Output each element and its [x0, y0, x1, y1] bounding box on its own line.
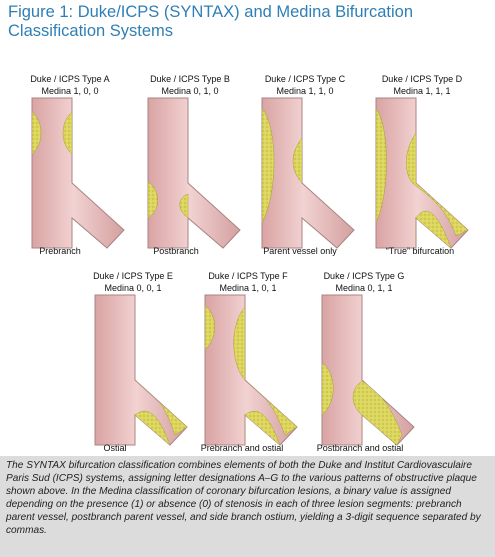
panel-f-duke: Duke / ICPS Type F [208, 271, 288, 281]
panel-d-medina: Medina 1, 1, 1 [393, 86, 451, 96]
panel-g-header: Duke / ICPS Type G Medina 0, 1, 1 [304, 270, 424, 294]
panel-d-duke: Duke / ICPS Type D [381, 74, 463, 84]
caption-footer: The SYNTAX bifurcation classification co… [0, 456, 495, 557]
vessel-type-d [375, 97, 469, 249]
vessel-type-b [147, 97, 241, 249]
panel-b-medina: Medina 0, 1, 0 [161, 86, 219, 96]
figure-title: Figure 1: Duke/ICPS (SYNTAX) and Medina … [8, 3, 414, 40]
vessel-type-e [94, 294, 188, 446]
vessel-type-c [261, 97, 355, 249]
panel-g-duke: Duke / ICPS Type G [323, 271, 405, 281]
panel-a-header: Duke / ICPS Type A Medina 1, 0, 0 [10, 73, 130, 97]
footer-text: The SYNTAX bifurcation classification co… [6, 460, 481, 536]
panel-a-caption: Prebranch [39, 246, 81, 256]
vessel-type-g [321, 294, 415, 446]
panel-b-caption: Postbranch [153, 246, 199, 256]
panel-e-duke: Duke / ICPS Type E [93, 271, 173, 281]
panel-c-caption: Parent vessel only [263, 246, 337, 256]
panel-c-duke: Duke / ICPS Type C [264, 74, 346, 84]
panel-e-medina: Medina 0, 0, 1 [104, 283, 162, 293]
vessel-type-f [204, 294, 298, 446]
panel-a-medina: Medina 1, 0, 0 [41, 86, 99, 96]
panel-c-medina: Medina 1, 1, 0 [276, 86, 334, 96]
panel-f-caption: Prebranch and ostial [200, 443, 284, 453]
panel-b-duke: Duke / ICPS Type B [150, 74, 230, 84]
panel-g-medina: Medina 0, 1, 1 [335, 283, 393, 293]
panel-d-caption: “True” bifurcation [385, 246, 455, 256]
panel-f-medina: Medina 1, 0, 1 [219, 283, 277, 293]
panel-a-duke: Duke / ICPS Type A [30, 74, 110, 84]
panel-c-header: Duke / ICPS Type C Medina 1, 1, 0 [245, 73, 365, 97]
panel-g-caption: Postbranch and ostial [316, 443, 404, 453]
panel-d-header: Duke / ICPS Type D Medina 1, 1, 1 [362, 73, 482, 97]
panel-e-caption: Ostial [103, 443, 127, 453]
vessel-diagrams [31, 97, 469, 446]
panel-f-header: Duke / ICPS Type F Medina 1, 0, 1 [188, 270, 308, 294]
vessel-type-a [31, 97, 125, 249]
panel-b-header: Duke / ICPS Type B Medina 0, 1, 0 [130, 73, 250, 97]
panel-e-header: Duke / ICPS Type E Medina 0, 0, 1 [73, 270, 193, 294]
